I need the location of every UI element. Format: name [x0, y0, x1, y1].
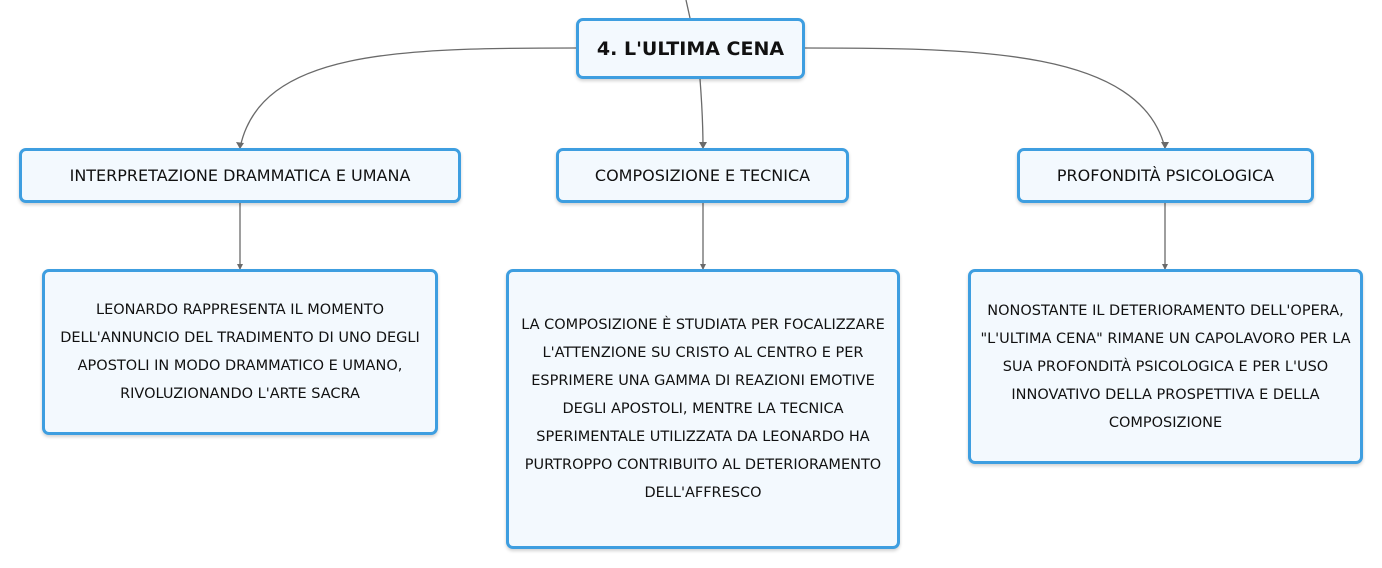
arrowhead-topic-2	[699, 142, 707, 149]
arrowhead-detail-3	[1162, 264, 1168, 270]
topic-node-title: PROFONDITÀ PSICOLOGICA	[1056, 166, 1275, 185]
topic-node-interpretazione[interactable]: INTERPRETAZIONE DRAMMATICA E UMANA	[19, 148, 461, 203]
topic-node-profondita[interactable]: PROFONDITÀ PSICOLOGICA	[1017, 148, 1314, 203]
root-node-title: 4. L'ULTIMA CENA	[596, 37, 785, 60]
topic-node-title: INTERPRETAZIONE DRAMMATICA E UMANA	[69, 166, 411, 185]
detail-node-text: LEONARDO RAPPRESENTA IL MOMENTO DELL'ANN…	[60, 302, 420, 402]
detail-node-composizione[interactable]: LA COMPOSIZIONE È STUDIATA PER FOCALIZZA…	[506, 269, 900, 549]
arrowhead-detail-1	[237, 264, 243, 270]
topic-node-title: COMPOSIZIONE E TECNICA	[594, 166, 811, 185]
detail-node-profondita[interactable]: NONOSTANTE IL DETERIORAMENTO DELL'OPERA,…	[968, 269, 1363, 464]
connector-root-to-topic-1	[239, 47, 577, 149]
connector-root-to-topic-2	[699, 78, 704, 149]
topic-node-composizione[interactable]: COMPOSIZIONE E TECNICA	[556, 148, 849, 203]
arrowhead-topic-3	[1161, 142, 1169, 149]
detail-node-text: NONOSTANTE IL DETERIORAMENTO DELL'OPERA,…	[980, 302, 1351, 431]
connector-parent-to-root	[685, 0, 691, 19]
connector-root-to-topic-3	[804, 47, 1166, 149]
arrowhead-detail-2	[700, 264, 706, 270]
arrowhead-topic-1	[236, 142, 244, 149]
root-node[interactable]: 4. L'ULTIMA CENA	[576, 18, 805, 79]
detail-node-interpretazione[interactable]: LEONARDO RAPPRESENTA IL MOMENTO DELL'ANN…	[42, 269, 438, 435]
detail-node-text: LA COMPOSIZIONE È STUDIATA PER FOCALIZZA…	[521, 317, 885, 501]
